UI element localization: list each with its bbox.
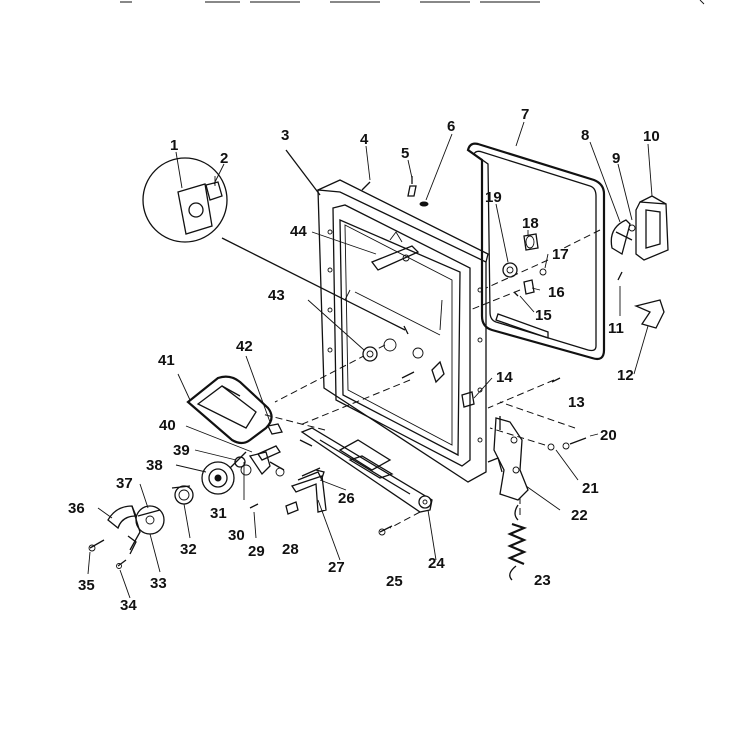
callout-32: 32 — [180, 541, 197, 558]
small-fasteners-left — [240, 439, 313, 509]
callout-33: 33 — [150, 575, 167, 592]
callout-23: 23 — [534, 572, 551, 589]
callout-25: 25 — [386, 573, 403, 590]
callout-9: 9 — [612, 150, 620, 167]
callout-36: 36 — [68, 500, 85, 517]
dashed-leaders — [261, 229, 601, 529]
callout-26: 26 — [338, 490, 355, 507]
small-knobs — [502, 233, 547, 297]
callout-16: 16 — [548, 284, 565, 301]
callout-30: 30 — [228, 527, 245, 544]
callout-11: 11 — [608, 320, 624, 337]
callout-29: 29 — [248, 543, 265, 560]
callout-34: 34 — [120, 597, 137, 614]
callout-leaders — [87, 121, 653, 599]
callout-5: 5 — [401, 145, 409, 162]
bottom-rail — [300, 427, 433, 513]
callout-18: 18 — [522, 215, 539, 232]
callout-labels: 1 2 3 4 5 6 7 8 9 10 11 12 13 14 15 16 1… — [68, 106, 660, 614]
callout-20: 20 — [600, 427, 617, 444]
callout-13: 13 — [568, 394, 585, 411]
callout-21: 21 — [582, 480, 599, 497]
callout-40: 40 — [159, 417, 176, 434]
callout-7: 7 — [521, 106, 529, 123]
callout-31: 31 — [210, 505, 227, 522]
callout-10: 10 — [643, 128, 660, 145]
detail-circle — [142, 157, 406, 331]
callout-28: 28 — [282, 541, 299, 558]
callout-41: 41 — [158, 352, 175, 369]
lower-brackets — [285, 467, 327, 515]
callout-44: 44 — [290, 223, 307, 240]
callout-15: 15 — [535, 307, 552, 324]
callout-35: 35 — [78, 577, 95, 594]
hinge-bracket — [487, 416, 529, 501]
door-panel — [317, 179, 489, 483]
callout-19: 19 — [485, 189, 502, 206]
callout-8: 8 — [581, 127, 589, 144]
callout-43: 43 — [268, 287, 285, 304]
callout-24: 24 — [428, 555, 445, 572]
callout-12: 12 — [617, 367, 634, 384]
callout-4: 4 — [360, 131, 369, 148]
door-handle — [186, 375, 273, 445]
spring — [507, 504, 528, 581]
callout-3: 3 — [281, 127, 289, 144]
callout-39: 39 — [173, 442, 190, 459]
callout-17: 17 — [552, 246, 569, 263]
callout-6: 6 — [447, 118, 455, 135]
callout-38: 38 — [146, 457, 163, 474]
callout-22: 22 — [571, 507, 588, 524]
callout-1: 1 — [170, 137, 178, 154]
latch-parts — [610, 195, 669, 329]
top-edge-residue — [120, 0, 705, 5]
callout-2: 2 — [220, 150, 228, 167]
callout-37: 37 — [116, 475, 133, 492]
callout-27: 27 — [328, 559, 345, 576]
callout-42: 42 — [236, 338, 253, 355]
callout-14: 14 — [496, 369, 513, 386]
gear-assembly — [88, 451, 247, 569]
gasket-frame — [466, 142, 606, 361]
